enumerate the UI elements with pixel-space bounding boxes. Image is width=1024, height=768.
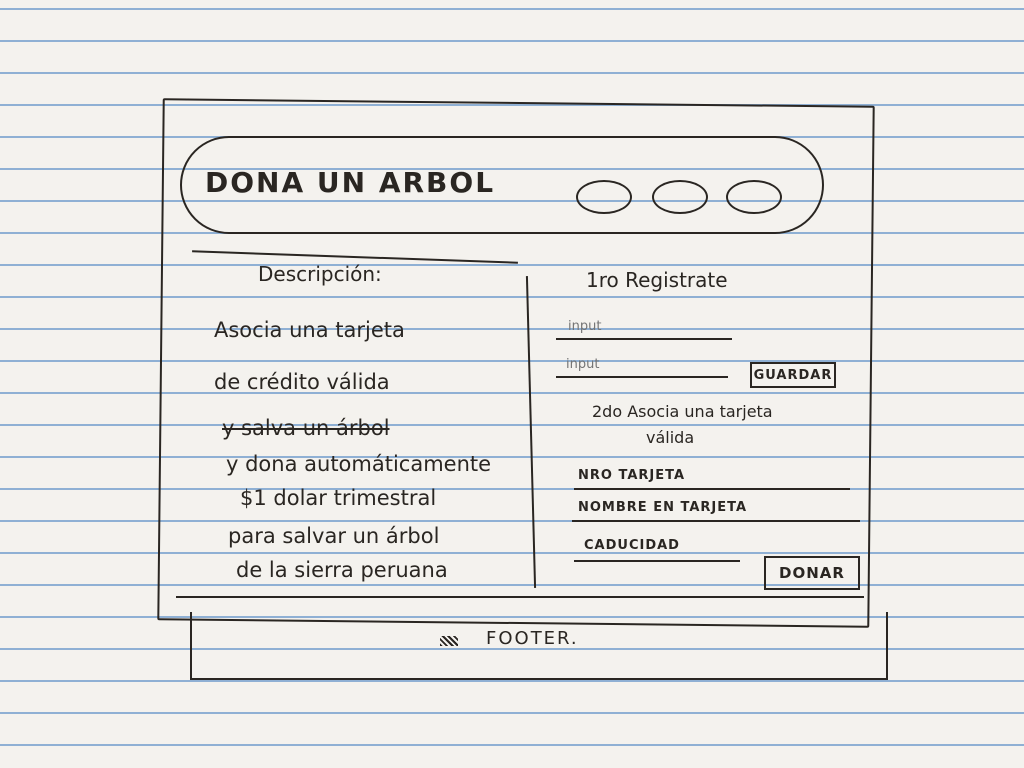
header-bar — [180, 136, 824, 234]
card-name-underline — [572, 520, 860, 522]
description-line-7: de la sierra peruana — [236, 558, 448, 582]
card-expiry-input[interactable] — [584, 540, 734, 558]
description-line-4: y dona automáticamente — [226, 452, 492, 476]
description-line-1: Asocia una tarjeta — [214, 318, 405, 342]
description-line-6: para salvar un árbol — [228, 524, 440, 548]
card-expiry-underline — [574, 560, 740, 562]
footer-scribble-icon — [440, 636, 458, 646]
register-input-1-underline — [556, 338, 732, 340]
register-step-title: 1ro Registrate — [586, 268, 728, 292]
donate-button[interactable]: DONAR — [764, 556, 860, 590]
nav-button-2[interactable] — [652, 180, 708, 214]
description-line-3: y salva un árbol — [222, 416, 390, 440]
card-name-input[interactable] — [578, 502, 848, 520]
nav-button-3[interactable] — [726, 180, 782, 214]
footer-frame — [190, 612, 888, 680]
register-input-1[interactable] — [568, 316, 728, 336]
card-step-subtitle: válida — [646, 428, 695, 447]
footer-divider — [176, 596, 864, 598]
register-input-2-underline — [556, 376, 728, 378]
footer-text: FOOTER. — [486, 628, 579, 649]
description-line-5: $1 dolar trimestral — [240, 486, 437, 510]
site-brand[interactable]: DONA UN ARBOL — [205, 166, 496, 199]
description-title: Descripción: — [258, 262, 382, 286]
card-number-input[interactable] — [578, 470, 838, 488]
save-button[interactable]: GUARDAR — [750, 362, 836, 388]
card-step-title: 2do Asocia una tarjeta — [592, 402, 773, 421]
nav-button-1[interactable] — [576, 180, 632, 214]
register-input-2[interactable] — [566, 354, 726, 374]
card-number-underline — [574, 488, 850, 490]
description-line-2: de crédito válida — [214, 370, 390, 394]
